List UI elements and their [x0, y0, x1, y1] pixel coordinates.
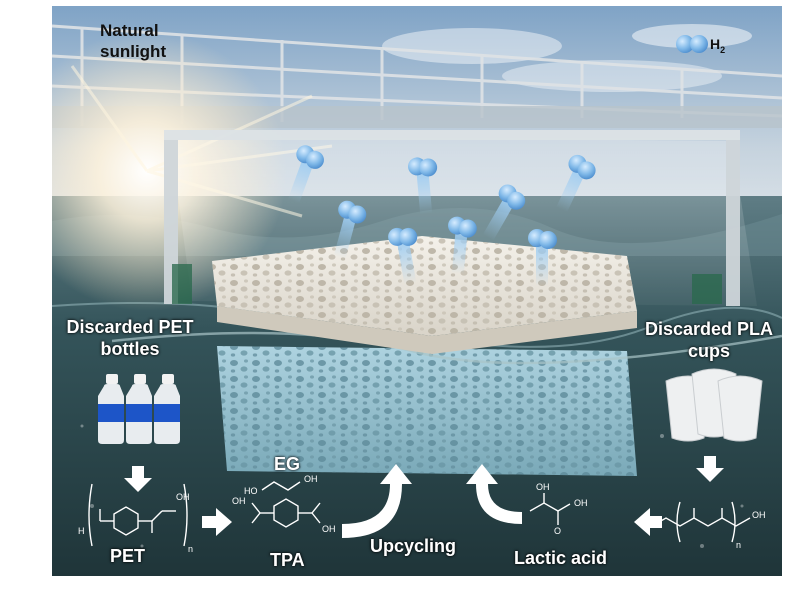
lactic-oh-top: OH	[536, 482, 550, 492]
lactic-acid-label: Lactic acid	[514, 548, 608, 568]
pet-label: PET	[110, 546, 146, 566]
h2-molecule	[388, 227, 418, 285]
cloud	[382, 28, 562, 64]
arrow-right-pet-tpa	[202, 508, 232, 536]
tpa-structure	[251, 498, 321, 528]
h2-molecule	[408, 157, 438, 215]
water-surface-line	[111, 331, 782, 365]
eg-ho: HO	[244, 486, 258, 496]
pet-n: n	[188, 544, 194, 554]
pla-cups-icon	[665, 368, 763, 442]
h2-molecule	[482, 184, 526, 241]
illustration-scene: Natural sunlight H2 Discarded PET bottle…	[52, 6, 782, 576]
floating-foam-block	[212, 236, 637, 354]
flow-arrows	[124, 456, 724, 538]
tpa-oh-left: OH	[232, 496, 246, 506]
scene-artwork	[52, 6, 782, 576]
eg-label: EG	[274, 454, 301, 474]
h2-legend-label: H2	[710, 36, 725, 55]
h2-molecule	[448, 216, 477, 275]
pet-h: H	[78, 526, 85, 536]
pla-structure	[651, 501, 751, 543]
eg-structure	[261, 481, 301, 491]
eg-oh: OH	[304, 474, 318, 484]
arrow-left-pla-lactic	[634, 508, 662, 536]
h2-legend-icon	[676, 35, 708, 53]
pla-oh: OH	[752, 510, 766, 520]
discarded-pla-cups-label: Discarded PLA cups	[644, 319, 774, 361]
tpa-label: TPA	[270, 550, 305, 570]
pla-n: n	[736, 540, 742, 550]
lactic-o: O	[554, 526, 562, 536]
arrow-upcycling-up	[342, 464, 412, 538]
natural-sunlight-label: Natural sunlight	[100, 21, 167, 61]
h2-molecule	[287, 145, 324, 204]
h2-subscript: 2	[720, 44, 726, 55]
h2-molecule	[556, 154, 596, 213]
tpa-oh-right: OH	[322, 524, 336, 534]
upcycling-label: Upcycling	[370, 536, 457, 556]
lactic-acid-structure	[529, 493, 571, 525]
discarded-pet-bottles-label: Discarded PET bottles	[66, 317, 194, 359]
h2-molecules	[287, 35, 708, 286]
arrow-down-pla	[696, 456, 724, 482]
lactic-oh-right: OH	[574, 498, 588, 508]
pet-structure	[88, 483, 188, 547]
pla-h: H	[642, 520, 649, 530]
h2-molecule	[528, 229, 557, 286]
pet-oh: OH	[176, 492, 190, 502]
submerged-foam-block	[217, 346, 637, 476]
cloud	[632, 24, 752, 48]
h2-symbol: H	[710, 36, 721, 52]
pet-bottles-icon	[98, 374, 180, 444]
arrow-lactic-up	[466, 464, 522, 524]
h2-molecule	[333, 200, 367, 259]
arrow-down-pet	[124, 466, 152, 492]
